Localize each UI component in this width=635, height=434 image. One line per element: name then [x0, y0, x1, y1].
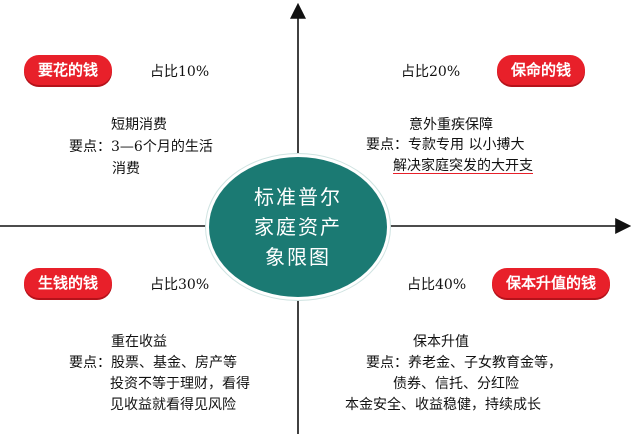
- quadrant-text-bottom-left-2: 要点：股票、基金、房产等: [69, 355, 237, 371]
- quadrant-ratio-top-right: 占比20%: [401, 64, 461, 80]
- quadrant-label-top-left: 要花的钱: [24, 55, 113, 85]
- quadrant-text-bottom-right-3: 债券、信托、分红险: [393, 376, 519, 392]
- quadrant-text-top-right-3: 解决家庭突发的大开支: [393, 158, 533, 174]
- quadrant-label-bottom-right: 保本升值的钱: [492, 268, 611, 298]
- center-title-ellipse: 标准普尔 家庭资产 象限图: [209, 157, 387, 297]
- quadrant-text-bottom-right-2: 要点：养老金、子女教育金等，: [366, 355, 562, 371]
- quadrant-ratio-top-left: 占比10%: [150, 64, 210, 80]
- quadrant-label-bottom-left: 生钱的钱: [24, 268, 113, 298]
- center-title-line-3: 象限图: [265, 245, 331, 269]
- quadrant-text-top-left-2: 要点：3—6个月的生活: [69, 139, 213, 155]
- quadrant-text-top-right-2: 要点：专款专用 以小搏大: [366, 137, 525, 153]
- center-title-line-1: 标准普尔: [254, 185, 342, 209]
- quadrant-text-top-left-1: 短期消费: [111, 117, 167, 133]
- quadrant-label-top-right: 保命的钱: [497, 55, 586, 85]
- quadrant-text-top-right-1: 意外重疾保障: [409, 117, 493, 133]
- quadrant-ratio-bottom-right: 占比40%: [407, 277, 467, 293]
- quadrant-text-bottom-left-3: 投资不等于理财，看得: [110, 376, 250, 392]
- quadrant-text-bottom-right-1: 保本升值: [413, 334, 469, 350]
- quadrant-text-top-left-3: 消费: [112, 161, 140, 177]
- quadrant-text-bottom-right-4: 本金安全、收益稳健，持续成长: [345, 397, 541, 413]
- center-title-line-2: 家庭资产: [254, 215, 342, 239]
- quadrant-text-bottom-left-1: 重在收益: [111, 334, 167, 350]
- quadrant-text-bottom-left-4: 见收益就看得见风险: [110, 397, 236, 413]
- quadrant-ratio-bottom-left: 占比30%: [150, 277, 210, 293]
